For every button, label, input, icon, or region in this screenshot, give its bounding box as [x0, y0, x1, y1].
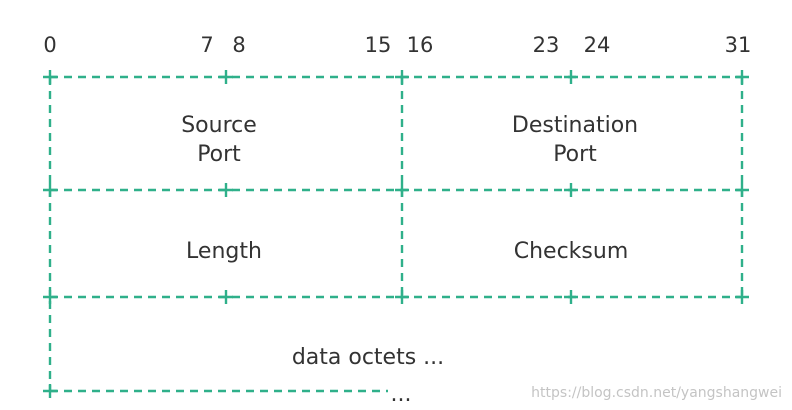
bit-label-16: 16: [407, 33, 434, 57]
bit-label-31: 31: [725, 33, 752, 57]
plus-marker: [43, 290, 57, 304]
bit-label-24: 24: [584, 33, 611, 57]
plus-marker: [564, 70, 578, 84]
plus-marker: [395, 183, 409, 197]
bit-label-15: 15: [365, 33, 392, 57]
plus-marker: [219, 70, 233, 84]
bit-label-8: 8: [232, 33, 245, 57]
plus-markers: [43, 70, 749, 398]
plus-marker: [735, 290, 749, 304]
length-label: Length: [186, 239, 262, 264]
plus-marker: [735, 183, 749, 197]
plus-marker: [564, 290, 578, 304]
checksum-label: Checksum: [514, 239, 629, 264]
trailing-ellipsis: ...: [391, 382, 412, 407]
field-labels: Source Port Destination Port Length Chec…: [181, 113, 638, 407]
plus-marker: [219, 183, 233, 197]
source-port-label-line2: Port: [197, 142, 241, 167]
plus-marker: [735, 70, 749, 84]
plus-marker: [219, 290, 233, 304]
plus-marker: [564, 183, 578, 197]
vertical-dividers: [48, 77, 744, 391]
plus-marker: [43, 183, 57, 197]
bit-position-labels: 0 7 8 15 16 23 24 31: [43, 33, 751, 57]
bit-label-7: 7: [200, 33, 213, 57]
watermark-text: https://blog.csdn.net/yangshangwei: [531, 385, 782, 401]
plus-marker: [395, 290, 409, 304]
destination-port-label-line2: Port: [553, 142, 597, 167]
plus-marker: [43, 384, 57, 398]
horizontal-dividers: [50, 75, 742, 393]
bit-label-0: 0: [43, 33, 56, 57]
plus-marker: [43, 70, 57, 84]
source-port-label-line1: Source: [181, 113, 257, 138]
bit-label-23: 23: [533, 33, 560, 57]
destination-port-label-line1: Destination: [512, 113, 638, 138]
plus-marker: [395, 70, 409, 84]
data-octets-label: data octets ...: [292, 345, 444, 370]
